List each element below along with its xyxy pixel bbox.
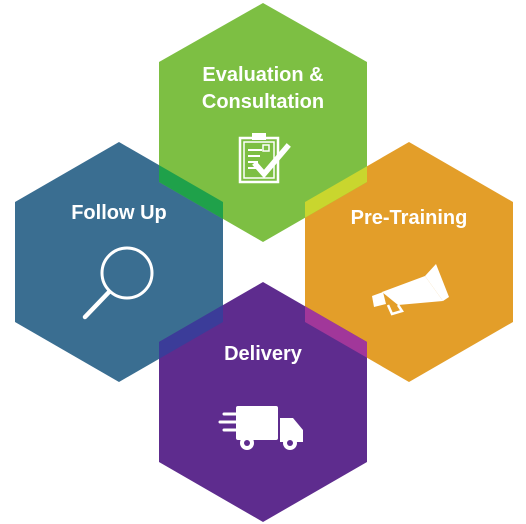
hexagon-evaluation [159, 3, 367, 242]
delivery-label: Delivery [224, 343, 303, 365]
follow-up-label: Follow Up [71, 202, 167, 224]
clipboard-check-icon [238, 133, 291, 184]
hexagon-follow-up [15, 142, 223, 382]
evaluation-label-line-2: Consultation [202, 91, 324, 113]
delivery-truck-icon [218, 406, 303, 450]
hexagon-pre-training [305, 142, 513, 382]
hexagon-delivery [159, 282, 367, 522]
pre-training-label: Pre-Training [351, 207, 468, 229]
megaphone-icon [372, 264, 449, 316]
evaluation-label-line-1: Evaluation & [202, 64, 323, 86]
magnifier-icon [82, 246, 154, 320]
